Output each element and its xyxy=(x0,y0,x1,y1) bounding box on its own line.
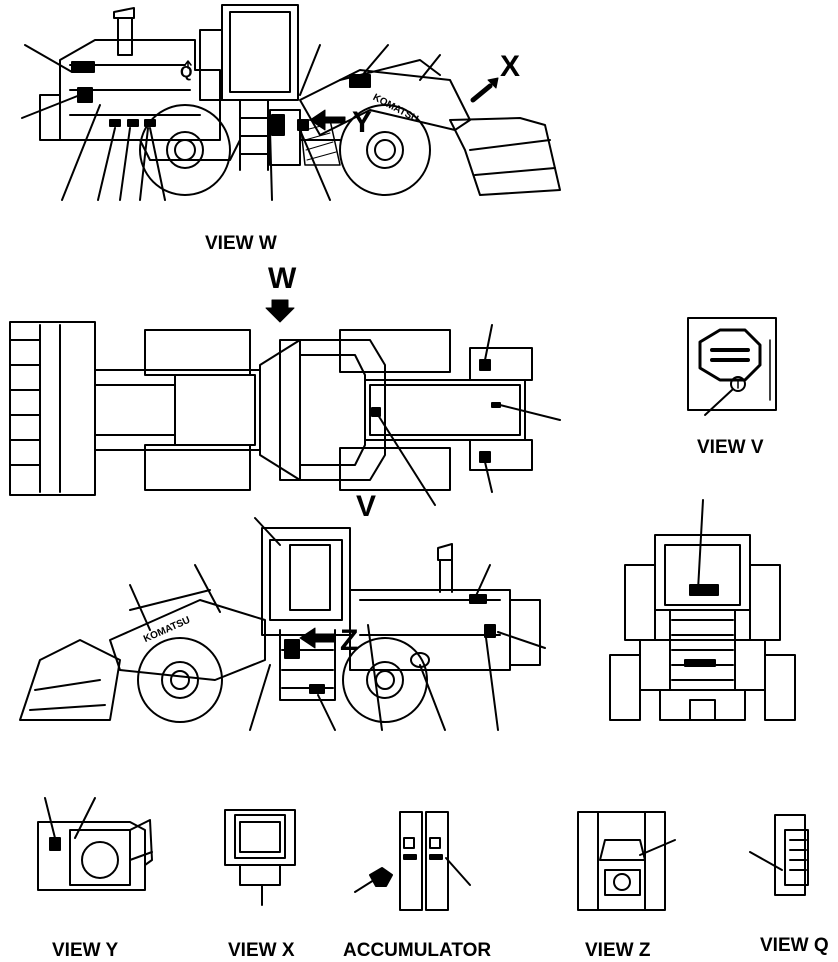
marker-z: Z xyxy=(340,624,359,657)
view-y-detail xyxy=(37,797,153,891)
loader-side-view-right xyxy=(19,517,546,731)
view-y-title: VIEW Y xyxy=(52,940,119,961)
view-x-title: VIEW X xyxy=(228,940,295,961)
loader-rear-view xyxy=(609,499,796,721)
view-q-detail xyxy=(749,814,809,896)
marker-w: W xyxy=(268,262,297,295)
marker-x: X xyxy=(500,50,521,83)
view-z-title: VIEW Z xyxy=(585,940,651,961)
loader-top-view xyxy=(9,299,561,506)
accumulator-title: ACCUMULATOR xyxy=(343,940,492,961)
loader-side-view-left xyxy=(21,4,561,201)
marker-q: Q xyxy=(180,64,193,81)
accumulator-detail xyxy=(354,811,471,911)
marker-v: V xyxy=(356,490,377,523)
view-x-detail xyxy=(224,809,296,906)
view-v-detail xyxy=(687,317,777,416)
view-q-title: VIEW Q xyxy=(760,935,829,956)
view-v-title: VIEW V xyxy=(697,437,764,458)
view-z-detail xyxy=(577,811,676,911)
marker-y: Y xyxy=(352,106,373,139)
view-w-title: VIEW W xyxy=(205,233,277,254)
